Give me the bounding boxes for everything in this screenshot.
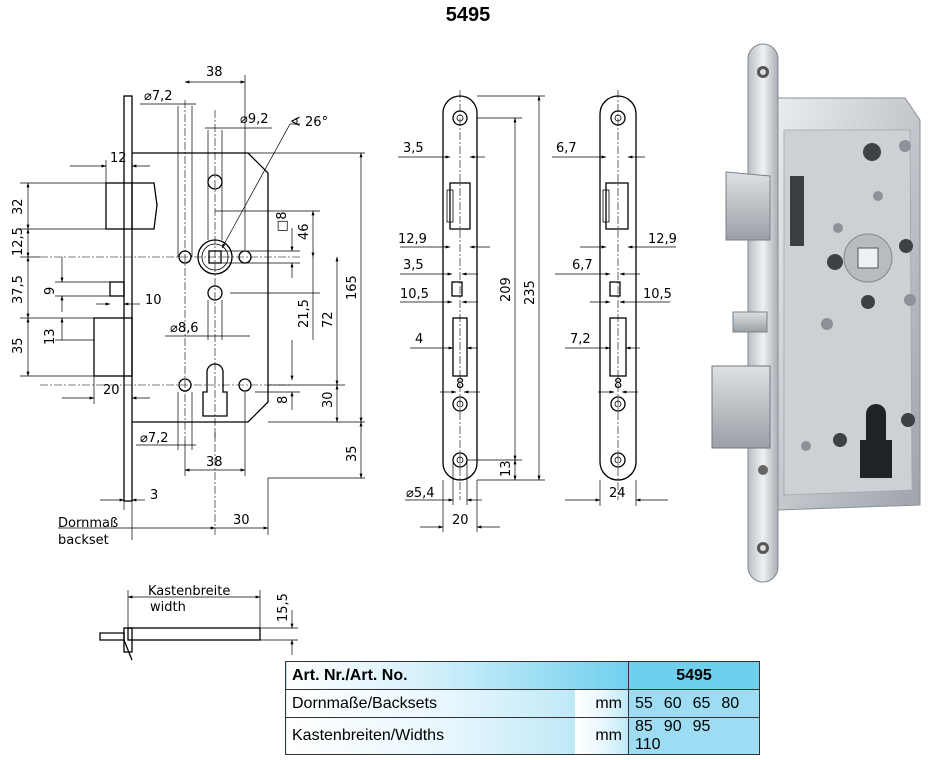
dim-165: 165 xyxy=(345,275,360,300)
table-header-row: Art. Nr./Art. No. 5495 xyxy=(285,661,760,690)
dim-d92: ⌀9,2 xyxy=(240,112,269,127)
sp-dim-72: 7,2 xyxy=(570,332,591,347)
dim-215: 21,5 xyxy=(297,299,312,328)
dim-12: 12 xyxy=(110,151,127,166)
backset-label-de: Dornmaß xyxy=(58,516,118,531)
fp-dim-8: 8 xyxy=(456,377,464,392)
fp-dim-235: 235 xyxy=(523,280,538,305)
dim-375: 37,5 xyxy=(11,275,26,304)
dim-38-bottom: 38 xyxy=(206,455,223,470)
width-label-de: Kastenbreite xyxy=(148,584,230,599)
value-cell: 60 xyxy=(663,694,682,712)
fp-dim-129: 12,9 xyxy=(398,232,427,247)
header-value: 5495 xyxy=(628,661,760,690)
dim-35-right: 35 xyxy=(345,445,360,462)
value-cell: 90 xyxy=(663,718,682,735)
backset-label-en: backset xyxy=(58,533,109,548)
dim-d86: ⌀8,6 xyxy=(170,321,199,336)
fp-dim-209: 209 xyxy=(499,277,514,302)
value-cell: 110 xyxy=(635,736,661,753)
fp-dim-35b: 3,5 xyxy=(403,258,424,273)
fp-dim-13: 13 xyxy=(499,460,514,477)
sp-dim-67b: 6,7 xyxy=(572,258,593,273)
dim-10: 10 xyxy=(145,293,162,308)
row-unit-backsets: mm xyxy=(574,689,629,718)
lock-front-view: 38 ⌀7,2 ⌀9,2 ∢ 26° 12 32 12,5 37,5 35 9 xyxy=(11,65,365,548)
lock-photo xyxy=(711,43,921,583)
dim-35-left: 35 xyxy=(11,337,26,354)
table-row: Kastenbreiten/Widths mm 85 90 95 110 xyxy=(284,717,760,755)
table-row: Dornmaße/Backsets mm 55 60 65 80 xyxy=(284,689,760,718)
dim-72: 72 xyxy=(321,311,336,328)
product-title: 5495 xyxy=(445,4,491,26)
dim-square-8: □8 xyxy=(275,211,290,232)
dim-20-left: 20 xyxy=(103,383,120,398)
sp-dim-8: 8 xyxy=(614,377,622,392)
dim-d72-bottom: ⌀7,2 xyxy=(140,431,169,446)
row-label-backsets: Dornmaße/Backsets xyxy=(284,689,575,718)
value-cell: 65 xyxy=(692,694,711,712)
dim-3: 3 xyxy=(150,488,158,503)
dim-30-bottom: 30 xyxy=(233,513,250,528)
sp-dim-129: 12,9 xyxy=(648,232,677,247)
dim-8-right: 8 xyxy=(276,396,291,404)
fp-dim-20: 20 xyxy=(452,513,469,528)
dim-13-left: 13 xyxy=(43,328,58,345)
dim-38-top: 38 xyxy=(206,65,223,80)
sp-dim-67: 6,7 xyxy=(556,141,577,156)
dim-30: 30 xyxy=(321,391,336,408)
row-unit-widths: mm xyxy=(574,717,629,755)
value-cell: 95 xyxy=(692,718,711,735)
value-cell: 55 xyxy=(635,694,653,712)
dim-46: 46 xyxy=(297,223,312,240)
dim-angle-26: ∢ 26° xyxy=(290,115,328,130)
value-cell: 85 xyxy=(635,718,653,735)
sp-dim-105: 10,5 xyxy=(643,287,672,302)
fp-dim-d54: ⌀5,4 xyxy=(406,486,435,501)
strike-plate-view: 6,7 12,9 6,7 10,5 7,2 8 24 xyxy=(552,90,677,506)
row-values-backsets: 55 60 65 80 xyxy=(628,689,760,718)
faceplate-view: 3,5 12,9 3,5 10,5 4 8 209 235 13 ⌀5,4 xyxy=(398,90,545,532)
header-label: Art. Nr./Art. No. xyxy=(285,661,629,690)
side-view: Kastenbreite width 15,5 xyxy=(99,584,298,661)
spec-table: Art. Nr./Art. No. 5495 Dornmaße/Backsets… xyxy=(284,661,760,755)
fp-dim-35: 3,5 xyxy=(403,141,424,156)
side-dim-155: 15,5 xyxy=(276,593,291,622)
row-label-widths: Kastenbreiten/Widths xyxy=(284,717,575,755)
width-label-en: width xyxy=(150,600,186,615)
sp-dim-24: 24 xyxy=(609,486,626,501)
value-cell: 80 xyxy=(721,694,740,712)
fp-dim-105: 10,5 xyxy=(400,287,429,302)
dim-9: 9 xyxy=(43,287,58,295)
dim-d72-top: ⌀7,2 xyxy=(144,89,173,104)
fp-dim-4: 4 xyxy=(415,332,423,347)
row-values-widths: 85 90 95 110 xyxy=(628,717,760,755)
dim-125: 12,5 xyxy=(11,227,26,256)
dim-32: 32 xyxy=(11,198,26,215)
